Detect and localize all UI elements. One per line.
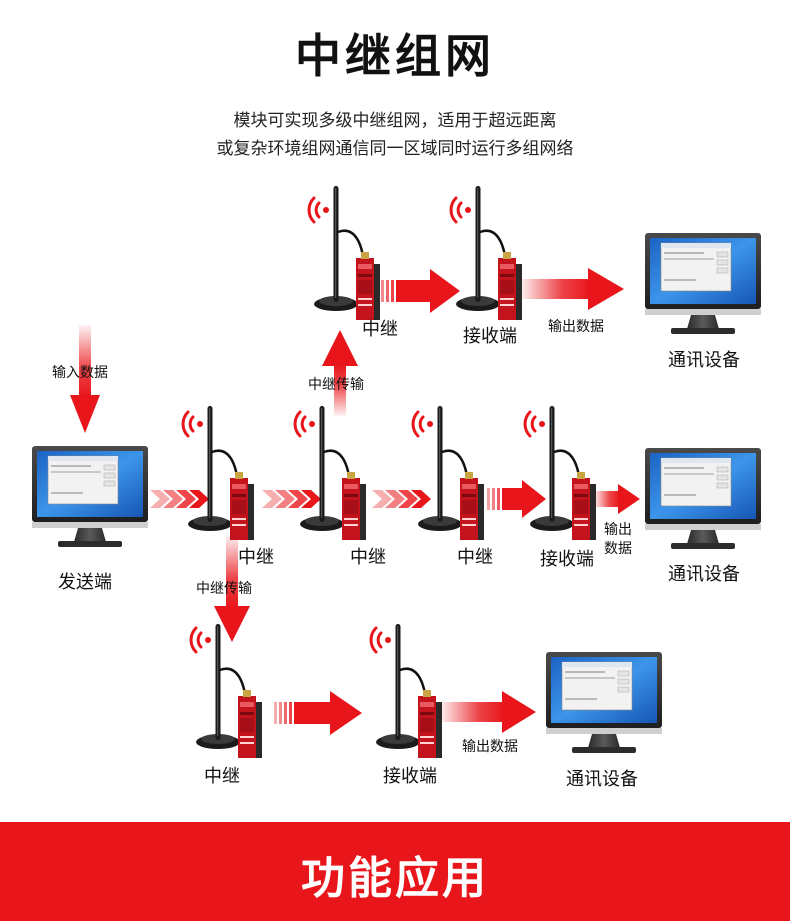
sender-label: 发送端: [58, 572, 112, 593]
relay-label: 中继: [457, 547, 493, 568]
wireless-signal-icon: [293, 410, 317, 438]
arrow-icon: [214, 535, 250, 642]
sender-monitor-icon: [31, 445, 149, 548]
wireless-signal-icon: [181, 410, 205, 438]
subtitle-line-1: 模块可实现多级中继组网，适用于超远距离: [233, 111, 557, 131]
arrow-icon: [594, 484, 640, 514]
arrow-icon: [322, 330, 358, 416]
comm-device-label: 通讯设备: [668, 350, 740, 371]
relay-label: 中继: [238, 547, 274, 568]
relay-transfer-label: 中继传输: [196, 581, 252, 597]
relay-antenna-icon: [194, 622, 264, 760]
receiver-label: 接收端: [540, 549, 594, 570]
chevron-arrow-icon: [372, 490, 431, 508]
receiver-antenna-icon: [374, 622, 444, 760]
relay-antenna-icon: [312, 184, 382, 322]
arrow-icon: [440, 691, 536, 733]
relay-label: 中继: [204, 766, 240, 787]
wireless-signal-icon: [411, 410, 435, 438]
page-title: 中继组网: [295, 29, 495, 83]
arrow-icon: [520, 268, 624, 310]
receiver-label: 接收端: [463, 326, 517, 347]
subtitle-line-2: 或复杂环境组网通信同一区域同时运行多组网络: [216, 139, 574, 159]
wireless-signal-icon: [369, 626, 393, 654]
wireless-signal-icon: [307, 196, 331, 224]
device-monitor-icon: [644, 232, 762, 335]
chevron-arrow-icon: [262, 490, 321, 508]
chevron-arrow-icon: [150, 490, 209, 508]
footer-banner: [0, 822, 790, 921]
output-data-label-top: 输出: [604, 522, 632, 538]
wireless-signal-icon: [449, 196, 473, 224]
wireless-signal-icon: [189, 626, 213, 654]
arrow-icon: [376, 269, 460, 313]
comm-device-label: 通讯设备: [668, 564, 740, 585]
receiver-antenna-icon: [454, 184, 524, 322]
footer-title: 功能应用: [301, 853, 489, 904]
arrow-icon: [487, 480, 546, 518]
input-data-label: 输入数据: [52, 365, 108, 381]
device-monitor-icon: [545, 651, 663, 754]
relay-label: 中继: [362, 319, 398, 340]
relay-label: 中继: [350, 547, 386, 568]
arrow-icon: [274, 691, 362, 735]
device-monitor-icon: [644, 447, 762, 550]
receiver-label: 接收端: [383, 766, 437, 787]
output-data-label-bottom: 数据: [604, 541, 632, 557]
wireless-signal-icon: [523, 410, 547, 438]
arrow-icon: [70, 325, 100, 433]
output-data-label: 输出数据: [548, 319, 604, 335]
output-data-label: 输出数据: [462, 739, 518, 755]
comm-device-label: 通讯设备: [566, 769, 638, 790]
relay-transfer-label: 中继传输: [308, 377, 364, 393]
